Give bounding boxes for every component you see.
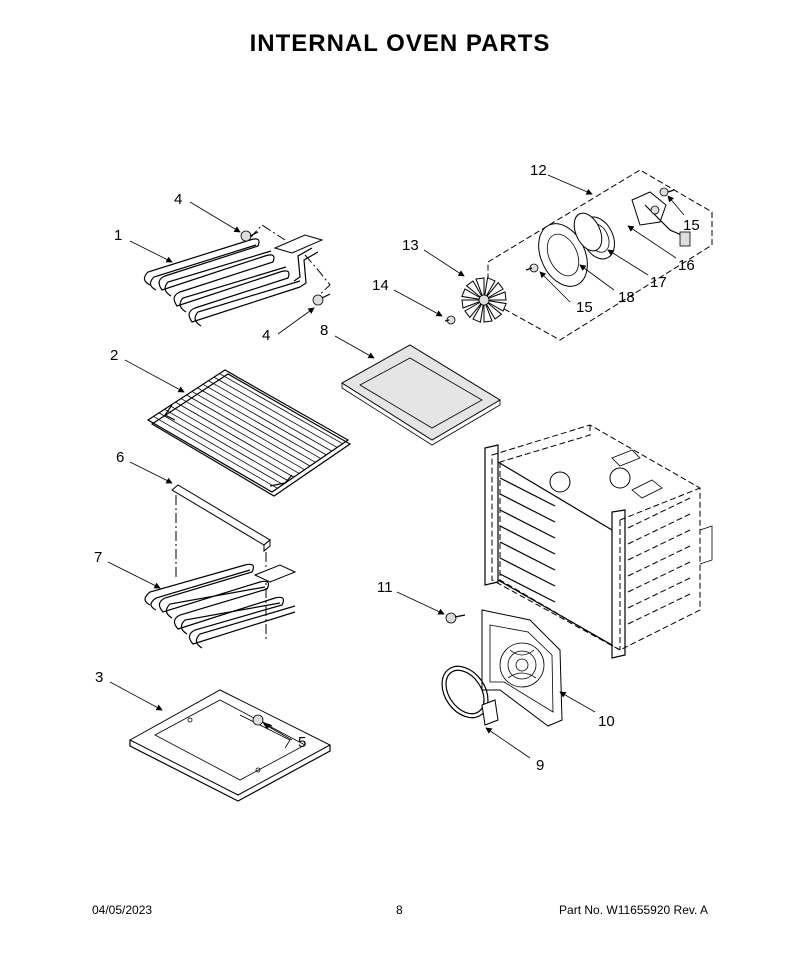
screw-icon [240, 230, 259, 242]
callout-7: 7 [94, 549, 102, 566]
callout-16: 16 [678, 257, 695, 274]
broil-element [143, 224, 331, 327]
screw-icon [312, 293, 331, 306]
convection-fan [461, 277, 507, 323]
screw-icon [445, 612, 466, 624]
oven-cavity [484, 424, 713, 659]
callout-10: 10 [598, 713, 615, 730]
callout-5: 5 [298, 734, 306, 751]
callout-18: 18 [618, 289, 635, 306]
oven-rack [146, 369, 352, 497]
callout-15-top: 15 [683, 217, 700, 234]
callout-13: 13 [402, 237, 419, 254]
convection-element [441, 665, 499, 726]
callout-1: 1 [114, 227, 122, 244]
callout-15-bottom: 15 [576, 299, 593, 316]
page-title: INTERNAL OVEN PARTS [249, 30, 551, 57]
callout-17: 17 [650, 274, 667, 291]
callout-3: 3 [95, 669, 103, 686]
screw-icon [659, 187, 675, 197]
callout-11: 11 [377, 579, 393, 596]
footer-page-number: 8 [396, 903, 403, 917]
screw-icon [525, 263, 539, 273]
callout-14: 14 [372, 277, 389, 294]
mesh-tray [341, 344, 501, 446]
fan-cover [481, 609, 563, 727]
convection-motor-assembly [487, 169, 713, 341]
footer-date: 04/05/2023 [92, 903, 153, 917]
callout-4-bottom: 4 [262, 327, 270, 344]
callout-8: 8 [320, 322, 328, 339]
callout-leaders [107, 174, 685, 759]
bake-element [144, 563, 297, 649]
callout-labels: 1 2 3 4 4 5 6 7 8 9 10 11 12 13 14 15 15… [94, 162, 700, 774]
callout-4-top: 4 [174, 191, 182, 208]
callout-9: 9 [536, 757, 544, 774]
screw-icon [444, 315, 456, 325]
bottom-panel [128, 689, 332, 802]
callout-6: 6 [116, 449, 124, 466]
callout-12: 12 [530, 162, 547, 179]
callout-2: 2 [110, 347, 118, 364]
heater-bracket [171, 484, 271, 640]
footer-part-number: Part No. W11655920 Rev. A [559, 903, 708, 917]
